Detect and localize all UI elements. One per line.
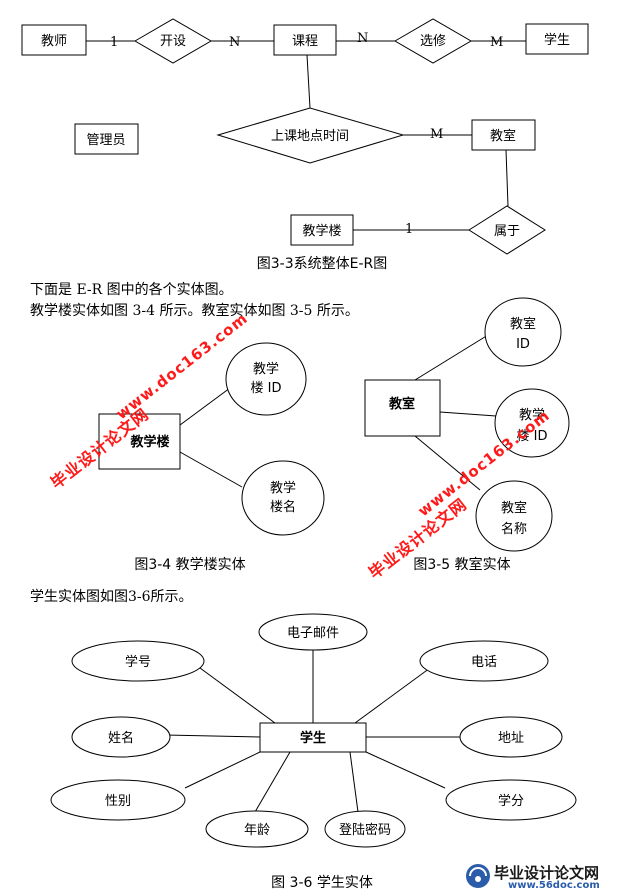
entity-student <box>525 23 589 55</box>
attr-student-credit <box>445 779 577 821</box>
attr-student-email-label: 电子邮件 <box>287 626 339 641</box>
attr-building-id <box>225 342 307 416</box>
body-text-1: 下面是 E-R 图中的各个实体图。 <box>30 282 233 298</box>
relation-offer <box>134 18 212 64</box>
card-building-belong: 1 <box>405 222 413 237</box>
caption-fig-3-5: 图3-5 教室实体 <box>413 556 510 573</box>
entity-teacher-label: 教师 <box>41 33 67 49</box>
attr-student-address-label: 地址 <box>498 731 524 746</box>
attr-student-phone-label: 电话 <box>471 655 497 670</box>
edge-classroom-name <box>414 435 481 491</box>
entity-classroom-box-label: 教室 <box>388 396 415 412</box>
card-schedule-classroom: M <box>430 127 443 142</box>
entity-student-box <box>259 722 367 753</box>
er-edges <box>86 40 526 231</box>
brand-site: www.56doc.com <box>508 880 600 891</box>
entity-admin-label: 管理员 <box>86 133 125 148</box>
attr-student-gender <box>50 779 186 821</box>
relation-elective-label: 选修 <box>420 34 446 49</box>
attr-classroom-building-line1: 教学 <box>519 407 545 423</box>
attr-student-age <box>205 810 309 848</box>
attr-classroom-building <box>494 388 570 458</box>
entity-student-label: 学生 <box>544 32 570 48</box>
relation-offer-label: 开设 <box>160 34 186 49</box>
caption-fig-3-6: 图 3-6 学生实体 <box>271 875 373 891</box>
entity-course-label: 课程 <box>292 34 318 49</box>
entity-course <box>273 24 337 56</box>
attr-classroom-name-line1: 教室 <box>501 500 527 516</box>
relation-schedule-label: 上课地点时间 <box>271 129 349 144</box>
edge-building-name <box>179 451 243 488</box>
attr-classroom-id-line2: ID <box>516 337 530 352</box>
relation-schedule <box>216 107 405 164</box>
relation-belong-label: 属于 <box>494 224 520 239</box>
relation-belong <box>468 205 546 255</box>
entity-classroom <box>471 119 536 151</box>
edge-classroom-building <box>439 411 497 417</box>
attr-building-name-line2: 楼名 <box>270 499 296 515</box>
attr-classroom-id-line1: 教室 <box>510 316 536 332</box>
entity-building-label: 教学楼 <box>302 223 341 239</box>
relation-elective <box>394 18 472 64</box>
attr-student-password-label: 登陆密码 <box>339 822 391 838</box>
entity-classroom-box <box>364 379 441 437</box>
attr-student-name-label: 姓名 <box>108 730 134 746</box>
attr-student-phone <box>419 640 549 682</box>
card-teacher-offer: 1 <box>110 35 118 50</box>
attr-student-name <box>71 716 171 758</box>
attr-classroom-building-line2: 楼 ID <box>517 429 548 444</box>
attr-building-id-line1: 教学 <box>253 361 279 377</box>
entity-admin <box>74 123 139 155</box>
body-text-2: 教学楼实体如图 3-4 所示。教室实体如图 3-5 所示。 <box>30 303 359 319</box>
caption-fig-3-3: 图3-3系统整体E-R图 <box>257 256 388 272</box>
card-elective-student: M <box>490 35 503 50</box>
attr-student-credit-label: 学分 <box>498 793 524 809</box>
edge-building-id <box>179 387 231 426</box>
body-text-3: 学生实体图如图3-6所示。 <box>30 589 193 605</box>
attr-building-name-line1: 教学 <box>270 480 296 496</box>
attr-building-name <box>241 460 325 536</box>
entity-student-box-label: 学生 <box>300 730 326 746</box>
entity-classroom-label: 教室 <box>490 128 516 144</box>
attr-student-number <box>71 640 205 682</box>
entity-building <box>290 214 354 246</box>
attr-student-email <box>258 613 368 651</box>
entity-building-box-label: 教学楼 <box>129 434 169 450</box>
brand-name: 毕业设计论文网 <box>494 864 600 882</box>
attr-student-gender-label: 性别 <box>105 794 131 809</box>
attr-building-id-line2: 楼 ID <box>251 381 282 396</box>
caption-fig-3-4: 图3-4 教学楼实体 <box>134 557 245 573</box>
attr-classroom-name-line2: 名称 <box>501 521 527 537</box>
attr-student-password <box>324 810 406 848</box>
card-offer-course: N <box>229 35 240 50</box>
attr-classroom-name <box>475 480 553 552</box>
attr-student-address <box>459 716 563 758</box>
student-attr-edges <box>164 647 460 813</box>
entity-teacher <box>21 24 87 56</box>
card-course-elective: N <box>357 31 368 46</box>
edge-classroom-id <box>414 334 489 381</box>
brand-logo-icon <box>466 864 490 888</box>
entity-building-box <box>98 413 181 470</box>
attr-classroom-id <box>484 297 562 367</box>
attr-student-number-label: 学号 <box>125 654 151 670</box>
attr-student-age-label: 年龄 <box>244 823 270 838</box>
